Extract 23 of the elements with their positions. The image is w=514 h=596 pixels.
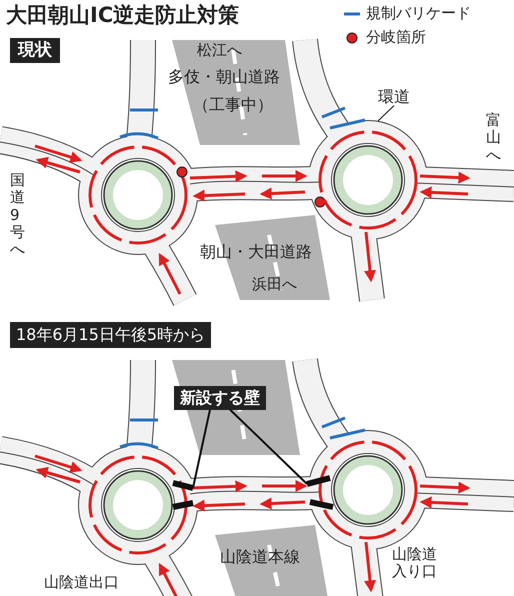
panel-label: 18年6月15日午後5時から (10, 322, 212, 348)
title: 大田朝山IC逆走防止対策 (6, 4, 240, 28)
leader-line (229, 408, 308, 485)
leader-line (378, 105, 394, 122)
road-label: 富山へ (486, 112, 502, 164)
road-label: 山陰道本線 (220, 548, 300, 566)
ring-road (318, 130, 418, 230)
road-label: 国道9号へ (10, 172, 26, 258)
road-label: 山陰道出口 (44, 574, 119, 590)
road-label: 浜田へ (252, 276, 297, 292)
road-label: 環道 (378, 88, 410, 106)
road-label: 松江へ (197, 42, 242, 58)
leader-line (192, 409, 211, 488)
legend-label: 規制バリケード (366, 5, 471, 22)
wall-bar (172, 480, 194, 510)
road-label: （工事中） (193, 96, 273, 114)
panel-label: 現状 (10, 38, 60, 63)
road-label: 多伎・朝山道路 (168, 68, 280, 86)
wall-bar (306, 475, 334, 510)
callout-label: 新設する壁 (174, 386, 266, 410)
road-label: 山陰道入り口 (392, 546, 438, 579)
road-label: 朝山・大田道路 (200, 243, 312, 261)
legend-label: 分岐箇所 (366, 29, 426, 46)
